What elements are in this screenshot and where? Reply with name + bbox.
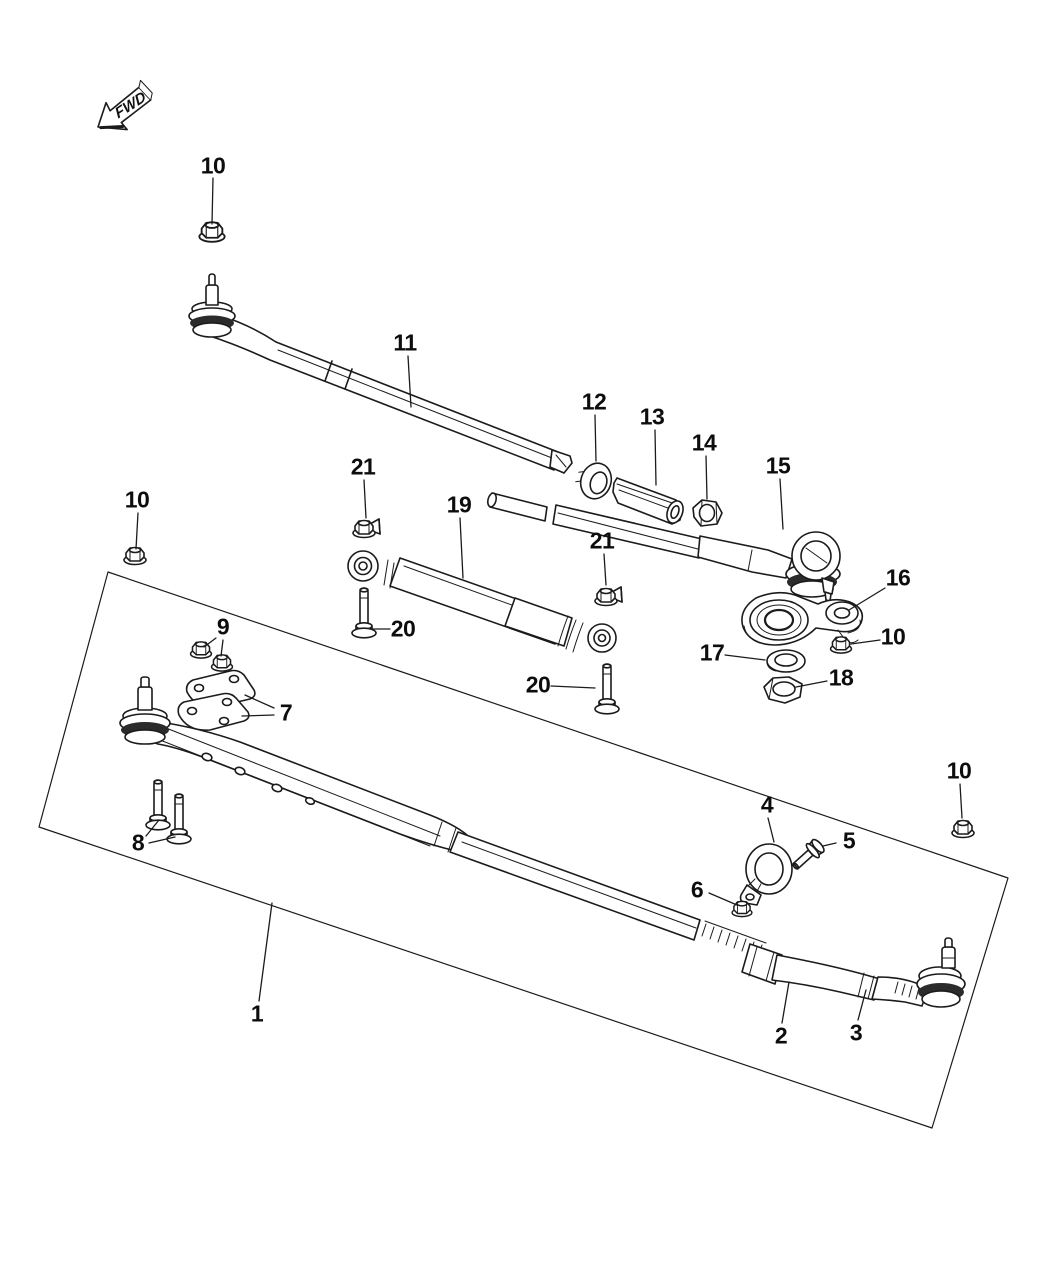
leader-retainer-nut-left [363, 479, 367, 519]
leader-drag-link [407, 355, 412, 408]
bolt-8b [166, 793, 192, 845]
flange-nut-b [210, 654, 234, 672]
leader-hex-nut [795, 680, 828, 688]
leader-bolts [145, 819, 160, 837]
leader-jam-nut [705, 455, 708, 500]
leader-bolts [148, 836, 176, 844]
leader-flange-nuts [203, 637, 217, 648]
leader-flange-nuts [220, 639, 224, 657]
jam-nut [692, 499, 723, 527]
retainer-nut-left [353, 519, 380, 538]
tie-rod-end-upper [486, 492, 841, 602]
assembly-boundary-box [38, 571, 1009, 1129]
leader-inner-tie-rod [781, 981, 790, 1024]
adjuster-clamp [575, 462, 613, 500]
leader-retainer-nut-right [603, 553, 607, 586]
leader-lock-nut-left [135, 512, 139, 550]
hex-nut [763, 676, 803, 704]
lock-nut-left [123, 546, 147, 566]
leader-outer-tie-rod [857, 989, 867, 1021]
leader-nut [708, 892, 738, 906]
clamp [739, 843, 793, 906]
leader-adjuster-sleeve [654, 429, 657, 486]
tie-rod-end-right [916, 937, 966, 1008]
bracket-plates [177, 669, 256, 732]
leader-bracket-plates [244, 694, 275, 709]
leader-bracket-plates [241, 714, 275, 717]
lock-nut-right [951, 819, 975, 839]
leader-lock-nut-right [959, 783, 963, 819]
bolt-8a [145, 779, 171, 831]
adjuster-sleeve [612, 477, 684, 525]
retainer-nut-right [595, 587, 622, 606]
leader-lock-nut-arm [850, 639, 881, 645]
leader-adjuster-clamp [594, 414, 597, 462]
leader-tie-rod-assembly [258, 902, 273, 1002]
tie-rod-end-left [119, 676, 171, 745]
leader-washer [724, 654, 766, 661]
leader-steering-damper [459, 517, 464, 579]
leader-tie-rod-end-upper [779, 478, 784, 530]
drag-link [188, 273, 573, 474]
leader-damper-bolt-right [550, 685, 596, 689]
washer [766, 649, 806, 673]
leader-clamp [767, 817, 775, 843]
leader-steering-arm [848, 587, 886, 611]
steering-arm [741, 591, 864, 646]
leader-lines [135, 177, 963, 1024]
steering-damper [347, 550, 617, 653]
lock-nut-drag-link [198, 221, 226, 243]
fwd-arrow: FWD [97, 79, 153, 131]
damper-bolt-right [594, 663, 620, 715]
damper-bolt-left [351, 587, 377, 639]
clamp-bolt [792, 838, 825, 870]
lock-nut-arm [829, 636, 853, 654]
leader-clamp-bolt [822, 842, 837, 847]
tie-rod-bar [150, 721, 929, 1007]
leader-lock-nut-drag-link [211, 177, 214, 225]
